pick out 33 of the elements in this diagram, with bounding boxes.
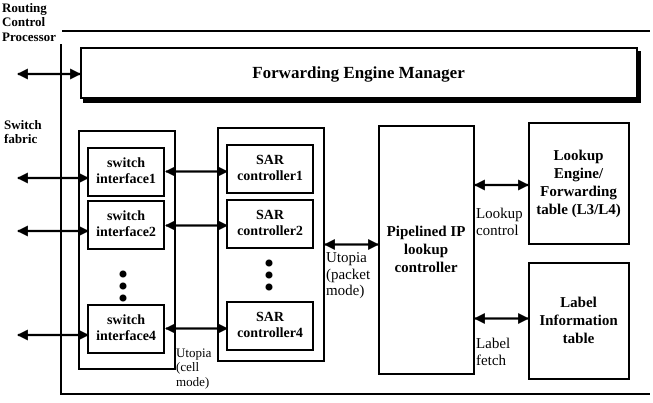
node-label: SAR controller4 [236,310,304,342]
node-label: switch interface1 [95,156,157,188]
node-label: switch interface4 [95,312,157,346]
module-box [226,144,314,194]
node-label: Lookup Engine/ Forwarding table (L3/L4) [535,147,622,219]
module-box [87,304,165,354]
group-box [78,130,176,370]
node-label: Label Information table [538,294,619,348]
node-label: Forwarding Engine Manager [251,62,466,82]
node-label: switch interface2 [95,208,157,242]
module-box [528,262,630,380]
system-boundary [60,30,650,395]
double-arrow [164,220,228,231]
node-label: SAR controller2 [236,208,304,240]
double-arrow [16,330,90,340]
module-box [378,124,474,374]
double-arrow [164,166,228,177]
group-box [216,126,324,362]
double-arrow [16,68,82,80]
module-box [528,122,630,244]
double-arrow [324,239,380,250]
double-arrow [474,313,530,324]
double-arrow [16,172,90,184]
node-label: Pipelined IP lookup controller [386,222,466,276]
module-box [87,147,165,197]
node-label: SAR controller1 [236,152,304,186]
double-arrow [164,323,228,334]
module-box [226,199,314,249]
double-arrow [474,180,530,190]
module-box [226,301,314,351]
module-box [87,200,165,250]
interface-label: Routing Control Processor [2,1,62,44]
double-arrow [16,226,90,236]
